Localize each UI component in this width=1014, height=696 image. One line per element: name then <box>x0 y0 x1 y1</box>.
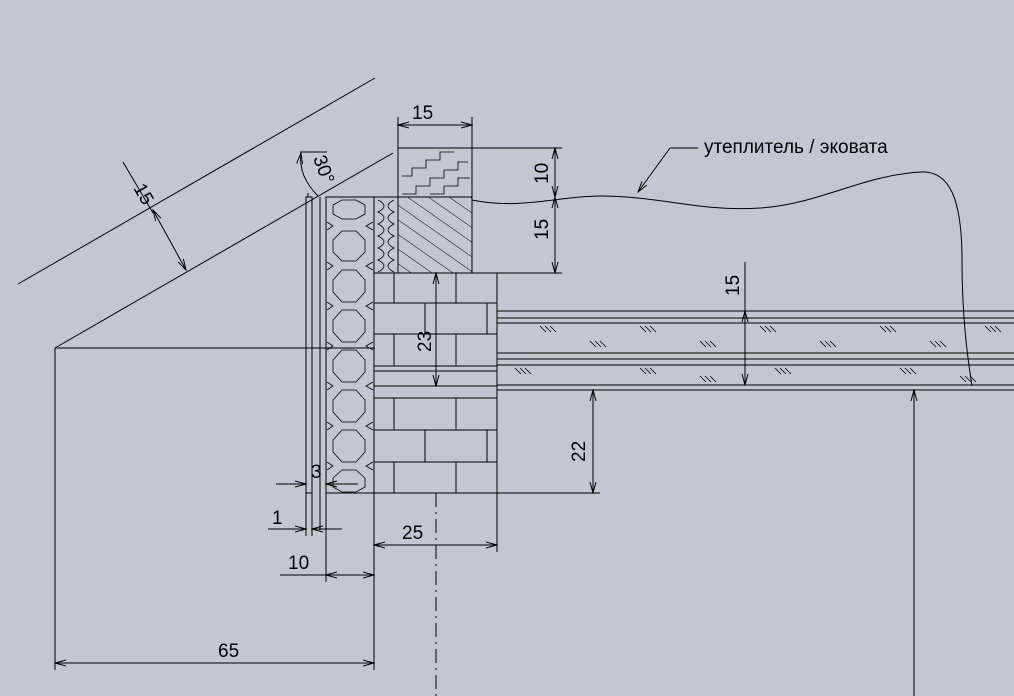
floor-slab <box>497 310 1014 391</box>
block-height-label: 10 <box>532 163 553 184</box>
block-beam-dimensions: 10 15 <box>472 148 562 273</box>
slab-glass-marks <box>514 325 1002 383</box>
brick-height-dimension: 23 <box>415 273 436 386</box>
beam-height-label: 15 <box>532 219 553 240</box>
insulation-outline <box>471 171 973 387</box>
beam-width-dimension: 15 <box>398 103 472 148</box>
insulation-leader: утеплитель / эковата <box>638 137 888 192</box>
insulation-strip <box>373 196 399 274</box>
roof-angle-label: 30° <box>308 153 338 187</box>
roof-thickness-dimension: 15 <box>122 161 186 270</box>
roof-lines <box>17 77 394 670</box>
wall-width-label: 25 <box>402 523 423 544</box>
panel-foam-pattern <box>326 199 374 493</box>
panel-thickness-label: 10 <box>288 553 309 574</box>
slab-thickness-label: 15 <box>723 275 744 296</box>
panel-thickness-dimension: 10 <box>280 493 374 670</box>
top-block <box>397 147 473 198</box>
sheet-thickness-label: 1 <box>272 508 283 529</box>
overhang-dimension: 65 <box>55 641 374 663</box>
timber-beam <box>397 196 473 274</box>
insulation-label: утеплитель / эковата <box>704 137 888 158</box>
slab-offset-dimension: 22 <box>497 390 600 493</box>
overhang-label: 65 <box>218 641 239 662</box>
roof-thickness-label: 15 <box>129 180 158 209</box>
slab-thickness-dimension: 15 <box>723 262 745 385</box>
slab-offset-label: 22 <box>569 441 590 462</box>
panel-gap-dimension: 3 <box>276 462 358 484</box>
panel-gap-label: 3 <box>311 462 322 483</box>
beam-width-label: 15 <box>412 103 433 124</box>
sheet-thickness-dimension: 1 <box>268 493 342 536</box>
brick-height-label: 23 <box>415 331 436 352</box>
roof-angle-dimension: 30° <box>300 152 338 197</box>
